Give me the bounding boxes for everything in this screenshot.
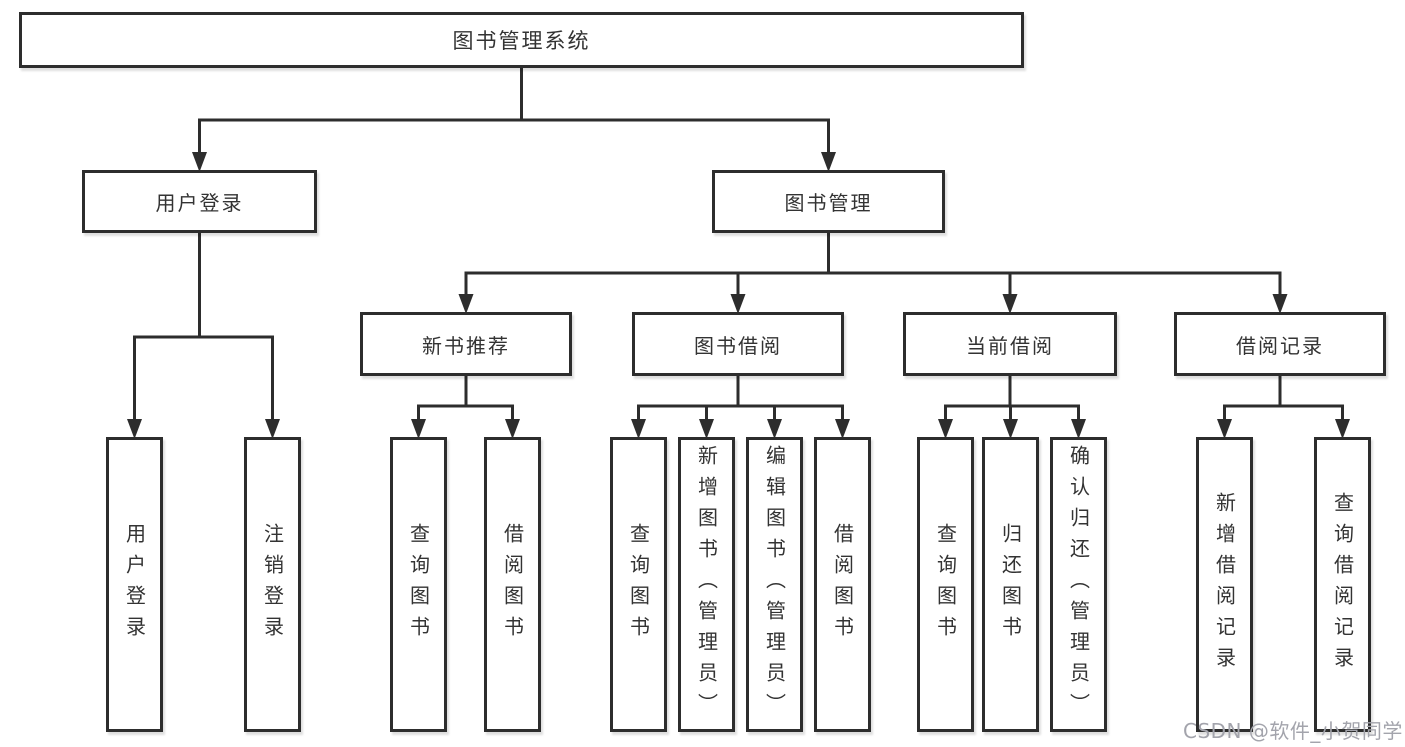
node-bb-query: 查询图书	[610, 437, 667, 732]
node-label: 查询借阅记录	[1330, 491, 1355, 678]
node-new-book-rec: 新书推荐	[360, 312, 572, 376]
node-cb-return: 归还图书	[982, 437, 1039, 732]
node-logout: 注销登录	[244, 437, 301, 732]
node-label: 当前借阅	[966, 333, 1054, 358]
node-book-mgmt: 图书管理	[712, 170, 945, 233]
node-current-borrow: 当前借阅	[903, 312, 1117, 376]
node-borrow-record: 借阅记录	[1174, 312, 1386, 376]
node-label: 归还图书	[998, 522, 1023, 647]
node-label: 查询图书	[406, 522, 431, 647]
node-label: 图书管理	[784, 191, 873, 215]
node-bb-edit: 编辑图书（管理员）	[746, 437, 803, 732]
node-label: 图书管理系统	[452, 29, 591, 53]
node-br-add: 新增借阅记录	[1196, 437, 1253, 732]
node-label: 查询图书	[626, 522, 651, 647]
node-br-query: 查询借阅记录	[1314, 437, 1371, 732]
node-label: 用户登录	[122, 522, 147, 647]
node-label: 借阅图书	[500, 522, 525, 647]
node-rec-query: 查询图书	[390, 437, 447, 732]
node-rec-borrow: 借阅图书	[484, 437, 541, 732]
node-bb-add: 新增图书（管理员）	[678, 437, 735, 732]
node-user-login: 用户登录	[82, 170, 317, 233]
node-label: 查询图书	[933, 522, 958, 647]
node-label: 新增图书（管理员）	[694, 445, 719, 724]
node-label: 新增借阅记录	[1212, 491, 1237, 678]
node-label: 确认归还（管理员）	[1066, 445, 1091, 724]
csdn-watermark: CSDN @软件_小贺同学	[1183, 719, 1403, 743]
node-label: 图书借阅	[694, 333, 782, 358]
node-login: 用户登录	[106, 437, 163, 732]
node-label: 用户登录	[155, 191, 244, 215]
node-label: 借阅记录	[1236, 333, 1324, 358]
node-book-borrow: 图书借阅	[632, 312, 844, 376]
node-label: 注销登录	[260, 522, 285, 647]
node-root: 图书管理系统	[19, 12, 1024, 68]
node-bb-borrow: 借阅图书	[814, 437, 871, 732]
node-cb-query: 查询图书	[917, 437, 974, 732]
node-label: 借阅图书	[830, 522, 855, 647]
node-label: 编辑图书（管理员）	[762, 445, 787, 724]
node-cb-confirm: 确认归还（管理员）	[1050, 437, 1107, 732]
node-label: 新书推荐	[422, 333, 510, 358]
